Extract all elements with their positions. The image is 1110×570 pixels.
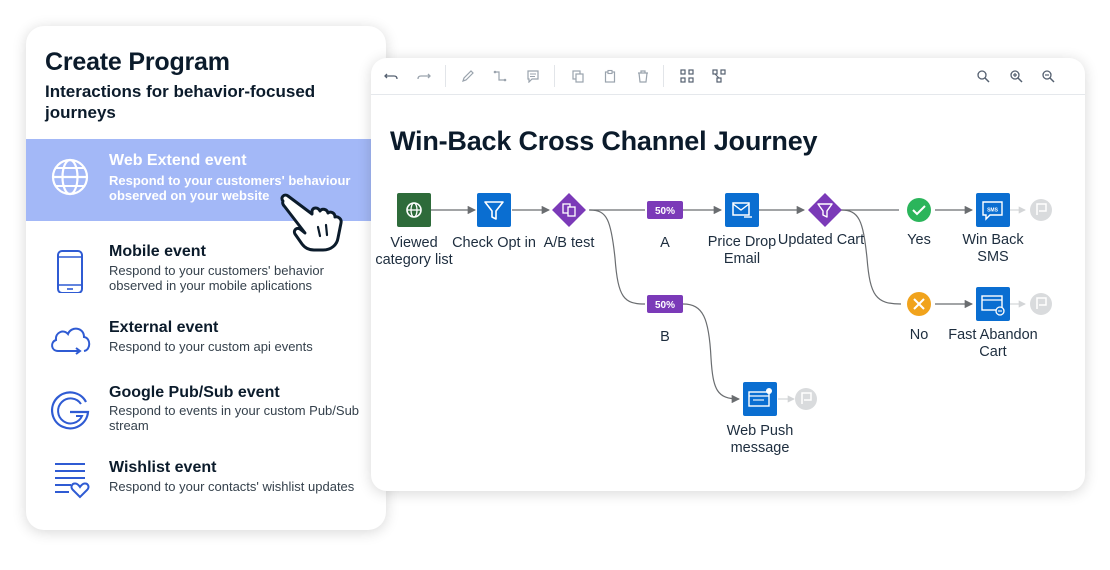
svg-text:SMS: SMS: [987, 208, 999, 214]
journey-title: Win-Back Cross Channel Journey: [390, 126, 818, 156]
flag-icon: [1036, 203, 1047, 215]
copy-icon[interactable]: [571, 69, 585, 83]
comment-icon[interactable]: [526, 69, 540, 83]
label-viewed-category-list: Viewed category list: [375, 235, 453, 268]
cloud-icon: [51, 327, 91, 355]
create-program-panel: Create Program Interactions for behavior…: [26, 26, 386, 530]
panel-subtitle: Interactions for behavior-focused journe…: [45, 82, 316, 122]
zoom-out-icon[interactable]: [1041, 69, 1055, 83]
toolbar-separator: [445, 65, 446, 87]
end-connectors: [778, 206, 1026, 403]
filter-icon: [817, 203, 833, 218]
label-check-opt-in: Check Opt in: [452, 235, 536, 251]
auto-layout-icon[interactable]: [680, 69, 694, 83]
event-description: Respond to events in your custom Pub/Sub…: [109, 403, 360, 433]
globe-icon: [51, 158, 89, 196]
label-yes: Yes: [907, 232, 931, 248]
delete-icon[interactable]: [636, 69, 650, 83]
event-item-google-pubsub[interactable]: Google Pub/Sub event Respond to events i…: [26, 376, 386, 436]
wishlist-heart-icon: [55, 463, 90, 499]
event-name: Google Pub/Sub event: [109, 384, 280, 401]
hand-pointer-icon: [280, 193, 343, 252]
event-description: Respond to your custom api events: [109, 339, 313, 354]
redo-icon[interactable]: [417, 69, 431, 83]
event-name: Web Extend event: [109, 152, 247, 169]
node-win-back-sms[interactable]: SMS: [976, 193, 1010, 227]
event-description: Respond to your customers' behavior obse…: [109, 263, 324, 293]
node-web-push-message[interactable]: [743, 382, 777, 416]
email-icon: [732, 202, 752, 218]
label-ab-test: A/B test: [543, 235, 595, 251]
flag-icon: [1036, 297, 1047, 309]
label-no: No: [909, 327, 929, 343]
arrange-icon[interactable]: [712, 69, 726, 83]
ab-test-icon: [562, 203, 576, 217]
filter-icon: [484, 201, 504, 220]
pencil-icon[interactable]: [461, 69, 475, 83]
panel-title: Create Program: [45, 48, 230, 76]
toolbar-separator: [554, 65, 555, 87]
svg-text:50%: 50%: [655, 300, 675, 311]
event-description: Respond to your contacts' wishlist updat…: [109, 479, 355, 494]
check-icon: [912, 205, 926, 216]
x-icon: [913, 298, 925, 310]
label-updated-cart: Updated Cart: [777, 232, 865, 248]
flag-icon: [801, 392, 812, 404]
web-push-icon: [748, 388, 772, 407]
sms-icon: SMS: [982, 201, 1003, 221]
canvas-toolbar: [371, 58, 1085, 95]
event-description: Respond to your customers' behaviour obs…: [109, 173, 351, 203]
badge-branch-a: 50%: [647, 201, 683, 219]
event-name: Mobile event: [109, 243, 206, 260]
end-flag-push[interactable]: [795, 388, 817, 410]
event-item-external[interactable]: External event Respond to your custom ap…: [26, 311, 386, 365]
label-win-back-sms: Win Back SMS: [962, 232, 1024, 265]
mobile-phone-icon: [57, 250, 83, 293]
journey-flow-diagram: 50% 50%: [397, 193, 1052, 416]
node-updated-cart[interactable]: [808, 193, 842, 227]
zoom-fit-icon[interactable]: [976, 69, 990, 83]
label-branch-a: A: [660, 235, 670, 251]
event-item-web-extend[interactable]: Web Extend event Respond to your custome…: [26, 139, 386, 221]
label-web-push-message: Web Push message: [726, 423, 794, 456]
badge-branch-b: 50%: [647, 295, 683, 313]
undo-icon[interactable]: [384, 69, 398, 83]
node-fast-abandon-cart[interactable]: [976, 287, 1010, 321]
event-name: Wishlist event: [109, 459, 217, 476]
paste-icon[interactable]: [603, 69, 617, 83]
end-flag-sms[interactable]: [1030, 199, 1052, 221]
node-price-drop-email[interactable]: [725, 193, 759, 227]
web-cart-icon: [981, 295, 1005, 316]
node-yes[interactable]: [907, 198, 931, 222]
google-icon: [50, 391, 90, 430]
event-item-wishlist[interactable]: Wishlist event Respond to your contacts'…: [26, 451, 386, 515]
event-name: External event: [109, 319, 219, 336]
end-flag-cart[interactable]: [1030, 293, 1052, 315]
toolbar-separator: [663, 65, 664, 87]
label-branch-b: B: [660, 329, 670, 345]
label-fast-abandon-cart: Fast Abandon Cart: [948, 327, 1038, 360]
node-check-opt-in[interactable]: [477, 193, 511, 227]
label-price-drop-email: Price Drop Email: [707, 234, 777, 267]
node-viewed-category-list[interactable]: [397, 193, 431, 227]
node-ab-test[interactable]: [552, 193, 586, 227]
svg-text:50%: 50%: [655, 206, 675, 217]
globe-icon: [406, 202, 422, 218]
journey-canvas-panel: Win-Back Cross Channel Journey: [371, 58, 1085, 491]
zoom-in-icon[interactable]: [1009, 69, 1023, 83]
connector-icon[interactable]: [493, 69, 507, 83]
node-no[interactable]: [907, 292, 931, 316]
flow-connectors: [430, 205, 974, 404]
event-item-mobile[interactable]: Mobile event Respond to your customers' …: [26, 231, 386, 295]
